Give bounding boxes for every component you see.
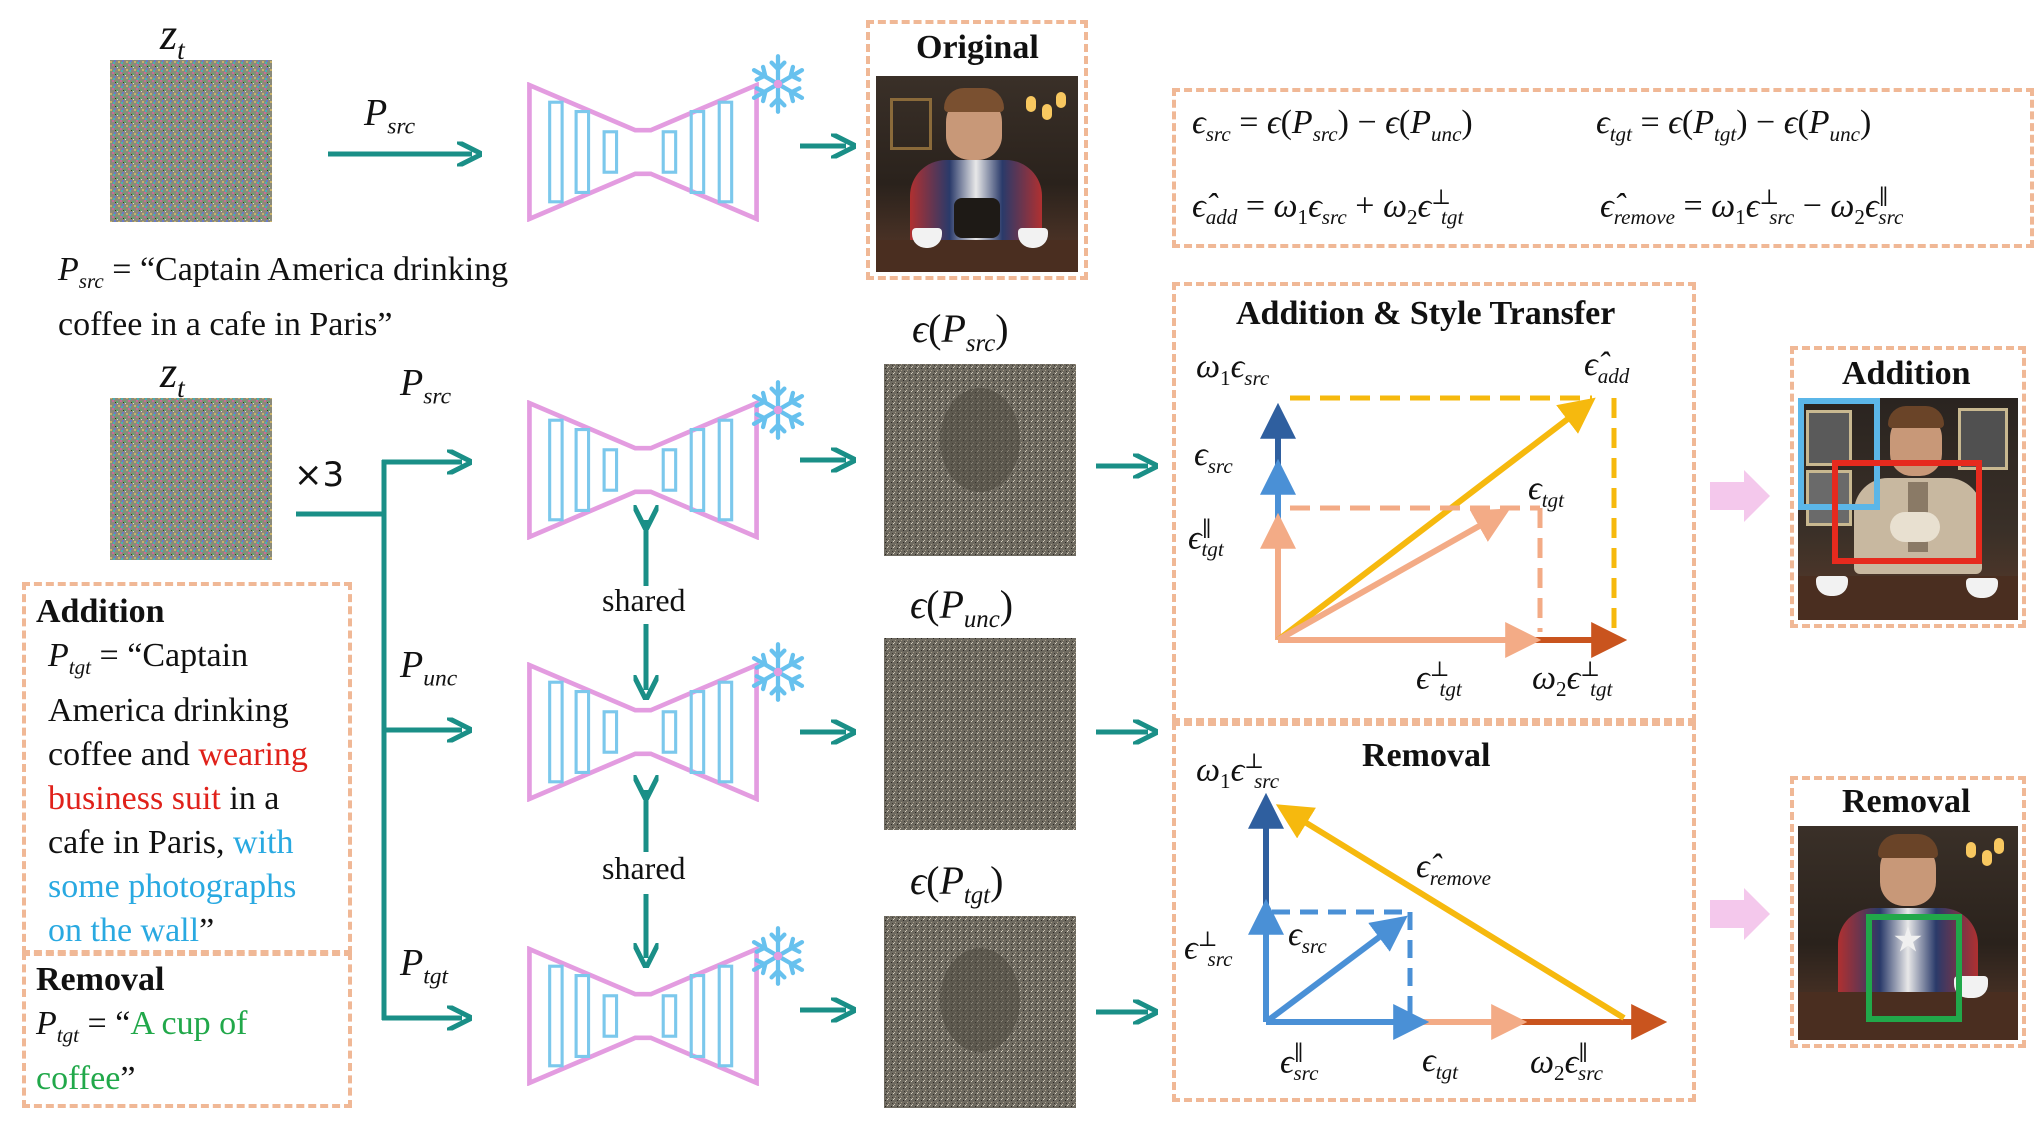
source-prompt: Psrc = “Captain America drinking coffee … xyxy=(58,251,509,343)
noise-label-tgt: ϵ(Ptgt) xyxy=(910,858,1004,909)
equation-eps-src: ϵsrc = ϵ(Psrc) − ϵ(Punc) xyxy=(1192,104,1473,146)
unet-src xyxy=(529,403,756,537)
label-w1-eps-src-perp: ω1ϵ⊥src xyxy=(1196,749,1280,794)
removal-vector-plot xyxy=(1248,792,1668,1040)
bbox-photographs xyxy=(1798,398,1880,510)
label-eps-tgt-perp: ϵ⊥tgt xyxy=(1416,657,1462,702)
unet-top xyxy=(529,85,756,219)
label-eps-remove-hat: ϵ̂remove xyxy=(1416,848,1491,890)
original-photo xyxy=(876,76,1078,272)
unet-unc xyxy=(529,665,756,799)
removal-result-frame xyxy=(1790,776,2026,1048)
pink-arrow-removal xyxy=(1710,888,1770,940)
label-eps-tgt-parallel: ϵ∥tgt xyxy=(1188,517,1224,562)
bbox-business-suit xyxy=(1832,460,1982,564)
label-eps-src-a: ϵsrc xyxy=(1194,436,1233,478)
label-w1-eps-src: ω1ϵsrc xyxy=(1196,348,1270,390)
latent-noise-bottom xyxy=(110,398,272,560)
removal-result-title: Removal xyxy=(1842,783,1971,820)
label-eps-src-parallel: ϵ∥src xyxy=(1280,1041,1319,1086)
latent-label-top: zt xyxy=(160,10,185,65)
removal-panel-box xyxy=(1172,722,1696,1102)
noise-label-unc: ϵ(Punc) xyxy=(910,582,1014,633)
label-shared-1: shared xyxy=(602,582,686,618)
label-shared-2: shared xyxy=(602,850,686,886)
label-eps-src-perp: ϵ⊥src xyxy=(1184,927,1233,972)
label-eps-src-r: ϵsrc xyxy=(1288,916,1327,958)
label-eps-tgt-r: ϵtgt xyxy=(1422,1042,1458,1084)
equation-box xyxy=(1172,88,2034,248)
snowflake-icon xyxy=(754,928,802,983)
addition-prompt: Addition Ptgt = “Captain America drinkin… xyxy=(36,593,308,949)
label-p-tgt: Ptgt xyxy=(400,942,449,990)
equation-eps-remove: ϵ̂remove = ω1ϵ⊥src − ω2ϵ∥src xyxy=(1600,185,1904,230)
snowflake-icon xyxy=(754,644,802,699)
snowflake-icon xyxy=(754,56,802,111)
original-frame xyxy=(866,20,1088,280)
addition-result-frame xyxy=(1790,346,2026,628)
bbox-cup-removed xyxy=(1866,914,1962,1022)
label-p-src: Psrc xyxy=(400,362,452,410)
label-eps-add-hat: ϵ̂add xyxy=(1584,346,1630,388)
addition-panel-title: Addition & Style Transfer xyxy=(1236,295,1616,332)
label-times3: ×3 xyxy=(294,455,345,495)
label-p-src-top: Psrc xyxy=(364,92,416,140)
noise-label-src: ϵ(Psrc) xyxy=(912,306,1009,357)
equation-eps-tgt: ϵtgt = ϵ(Ptgt) − ϵ(Punc) xyxy=(1596,104,1872,146)
removal-result-photo xyxy=(1798,826,2018,1040)
unet-tgt xyxy=(529,949,756,1083)
addition-panel-box xyxy=(1172,282,1696,722)
pink-arrow-addition xyxy=(1710,470,1770,522)
noise-pred-unc xyxy=(884,638,1076,830)
latent-label-bottom: zt xyxy=(160,348,185,403)
addition-result-title: Addition xyxy=(1842,355,1971,392)
removal-panel-title: Removal xyxy=(1362,737,1491,774)
label-eps-tgt-a: ϵtgt xyxy=(1528,470,1564,512)
removal-prompt-box xyxy=(22,952,352,1108)
addition-vector-plot xyxy=(1260,395,1628,658)
latent-noise-top xyxy=(110,60,272,222)
snowflake-icon xyxy=(754,382,802,437)
equation-eps-add: ϵ̂add = ω1ϵsrc + ω2ϵ⊥tgt xyxy=(1192,185,1464,230)
label-w2-eps-src-parallel: ω2ϵ∥src xyxy=(1530,1041,1603,1086)
original-title: Original xyxy=(916,29,1039,66)
label-w2-eps-tgt-perp: ω2ϵ⊥tgt xyxy=(1532,657,1613,702)
removal-prompt: Removal Ptgt = “A cup of coffee” xyxy=(36,961,248,1097)
label-p-unc: Punc xyxy=(400,644,458,692)
